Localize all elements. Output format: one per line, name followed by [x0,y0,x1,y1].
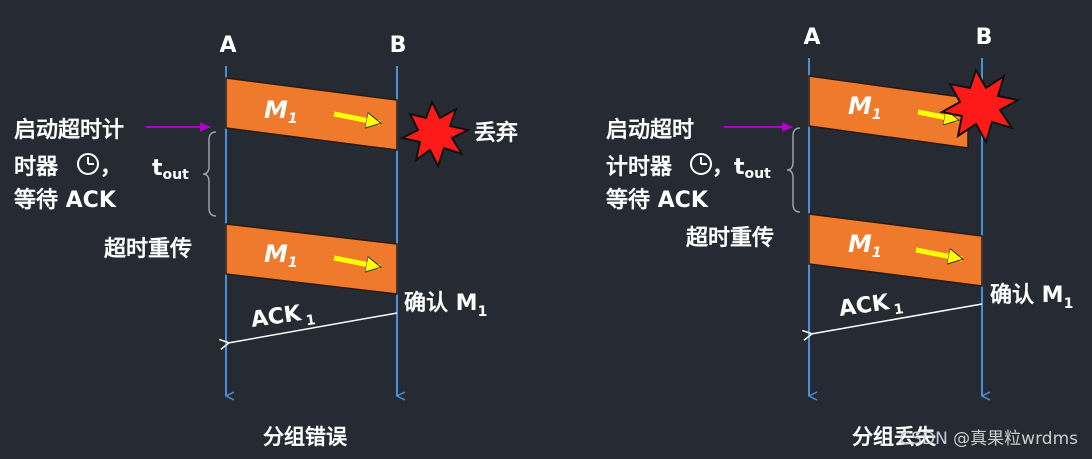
svg-text:M1: M1 [264,240,298,271]
right-confirm-sub: 1 [1064,296,1074,312]
right-frame-1: M1 [808,75,969,149]
right-tout-sub: out [745,166,772,182]
left-tout-t: t [152,156,163,181]
left-frame-1-label: M [264,96,288,124]
right-comma: ， [712,155,734,180]
left-node-b-label: B [390,33,407,58]
right-frame-2-label: M [848,230,872,258]
left-frame-1: M1 [225,77,398,151]
left-frame-2-arrow [333,255,380,267]
left-frame-1-sub: 1 [288,111,298,127]
watermark: CSDN @真果粒wrdms [899,429,1078,449]
svg-text:确认 M1: 确认 M1 [404,290,487,320]
right-timeout-brace [786,127,801,213]
right-frame-1-arrow [917,112,958,120]
left-frame-2: M1 [225,223,398,295]
right-panel: A B M1 启动超时 计时器 ， tout 等待 ACK 超时重传 M [606,25,1073,449]
right-ack-arrow [811,303,983,334]
left-start-timer-line1: 启动超时计 [14,117,124,143]
svg-text:M1: M1 [848,230,882,261]
left-frame-2-sub: 1 [288,255,298,271]
svg-text:tout: tout [734,155,771,182]
left-start-timer-line2: 时器 [14,155,59,180]
right-caption: 分组丢失 [852,425,937,449]
svg-text:M1: M1 [264,96,298,127]
right-start-timer-line2: 计时器 [606,155,673,180]
left-confirm-sub: 1 [478,304,488,320]
left-tout-sub: out [163,167,190,183]
explosion-icon [939,67,1021,145]
left-retransmit-label: 超时重传 [104,237,192,262]
right-node-a-label: A [803,25,820,50]
left-node-a-label: A [219,33,236,58]
right-frame-1-sub: 1 [872,107,882,123]
clock-icon [77,153,99,175]
right-ack-label: ACK [837,290,891,322]
explosion-icon [399,99,471,169]
left-wait-ack: 等待 ACK [14,187,117,213]
left-frame-2-label: M [264,240,288,268]
svg-text:确认 M1: 确认 M1 [990,282,1073,312]
left-ack-sub: 1 [305,312,317,329]
left-panel: A B M1 丢弃 启动超时计 时器 ， 等待 ACK tout 超时重传 [14,33,518,449]
right-frame-2-arrow [915,247,962,259]
left-timeout-brace [202,131,217,217]
right-retransmit-label: 超时重传 [686,226,774,251]
left-ack-arrow [228,312,398,343]
left-frame-1-arrow [333,111,380,123]
right-frame-2-sub: 1 [872,245,882,261]
right-ack-sub: 1 [893,301,905,318]
right-start-timer-line1: 启动超时 [606,117,694,143]
svg-text:tout: tout [152,156,189,183]
svg-text:M1: M1 [848,92,882,123]
left-comma: ， [100,155,122,180]
clock-icon [690,153,712,175]
left-confirm-label: 确认 M [404,290,478,316]
right-frame-1-label: M [848,92,872,120]
right-node-b-label: B [976,25,993,50]
discard-label: 丢弃 [474,120,518,146]
right-frame-2: M1 [808,213,983,287]
right-confirm-label: 确认 M [990,282,1064,308]
left-ack-label: ACK [249,301,303,333]
right-tout-t: t [734,155,745,180]
right-wait-ack: 等待 ACK [606,187,709,213]
left-caption: 分组错误 [263,425,348,449]
